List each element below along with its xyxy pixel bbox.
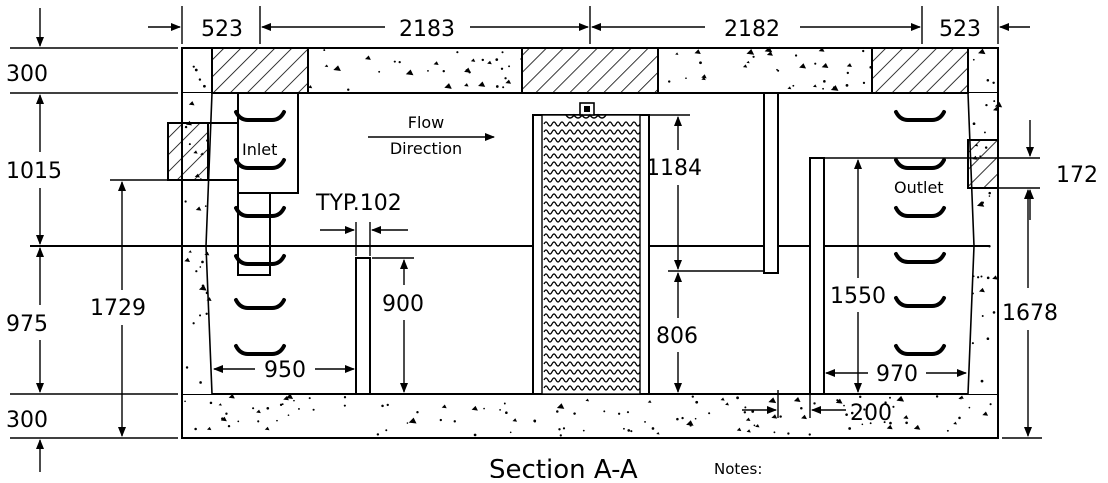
- dim-typ-102: TYP.102: [315, 191, 402, 216]
- concrete-speckles: [184, 46, 1003, 437]
- dim-172: 172: [1056, 163, 1098, 188]
- bottom-slab: [181, 393, 999, 439]
- ladder-rungs: [234, 110, 946, 356]
- filter-waves: [543, 121, 641, 391]
- dim-950: 950: [264, 358, 306, 383]
- flow-label: Flow: [408, 113, 445, 132]
- dim-left-2: 1015: [6, 159, 62, 184]
- baffle-outlet: [809, 157, 825, 395]
- dim-left-3: 975: [6, 312, 48, 337]
- right-wall: [968, 93, 998, 394]
- filter-media: [532, 102, 650, 395]
- dim-806: 806: [656, 324, 698, 349]
- dim-900: 900: [382, 292, 424, 317]
- dim-top-3: 2182: [724, 17, 780, 42]
- dim-left-4: 300: [6, 408, 48, 433]
- baffle-right-high: [763, 92, 779, 274]
- dim-top-4: 523: [939, 17, 981, 42]
- hatch-middle-opening: [521, 47, 659, 94]
- dim-left-1: 300: [6, 62, 48, 87]
- inlet-label: Inlet: [242, 140, 277, 159]
- inlet-pipe: [167, 92, 299, 276]
- dim-970: 970: [876, 362, 918, 387]
- dim-1184: 1184: [646, 156, 702, 181]
- hatch-right-opening: [871, 47, 969, 94]
- dim-200: 200: [850, 401, 892, 426]
- dim-1678: 1678: [1002, 301, 1058, 326]
- dim-1550: 1550: [830, 284, 886, 309]
- dimension-lines: [10, 6, 1042, 472]
- dim-top-2: 2183: [399, 17, 455, 42]
- direction-label: Direction: [390, 139, 462, 158]
- notes-label: Notes:: [714, 460, 762, 478]
- outlet-label: Outlet: [894, 178, 944, 197]
- dim-top-1: 523: [201, 17, 243, 42]
- hatch-left-opening: [211, 47, 309, 94]
- dimension-texts: 523 2183 2182 523 300 1015 975 300 1729 …: [6, 17, 1098, 483]
- section-title: Section A-A: [489, 455, 638, 478]
- dim-1729: 1729: [90, 296, 146, 321]
- outlet-pipe: [810, 139, 1040, 189]
- baffle-left-low: [355, 257, 371, 395]
- baffles: [355, 92, 825, 395]
